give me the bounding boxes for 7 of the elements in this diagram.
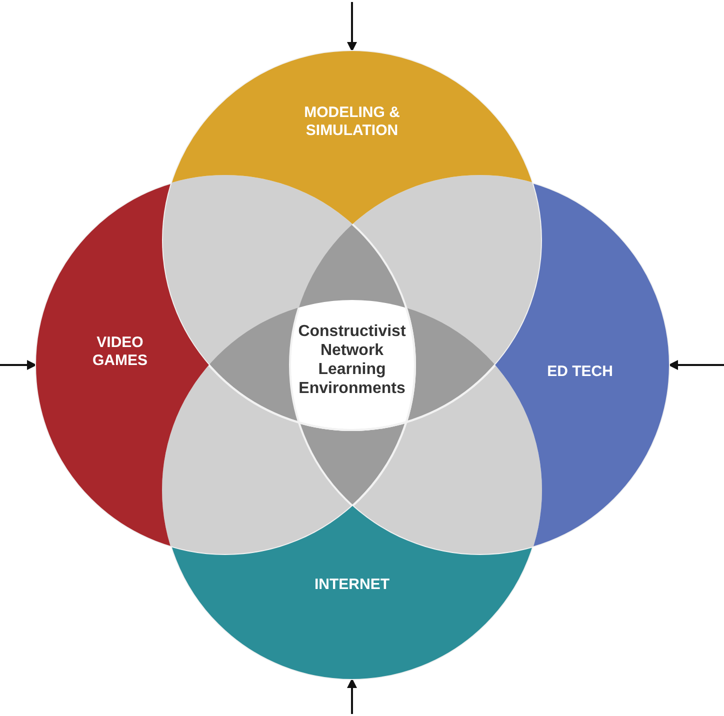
circle-label: VIDEO GAMES (91, 334, 148, 370)
circle-label: MODELING & SIMULATION (303, 104, 401, 140)
circle-label: ED TECH (546, 363, 614, 381)
circle-label: INTERNET (314, 576, 390, 594)
arrow (347, 678, 357, 714)
arrow (347, 2, 357, 52)
center-label: Constructivist Network Learning Environments (297, 322, 407, 398)
